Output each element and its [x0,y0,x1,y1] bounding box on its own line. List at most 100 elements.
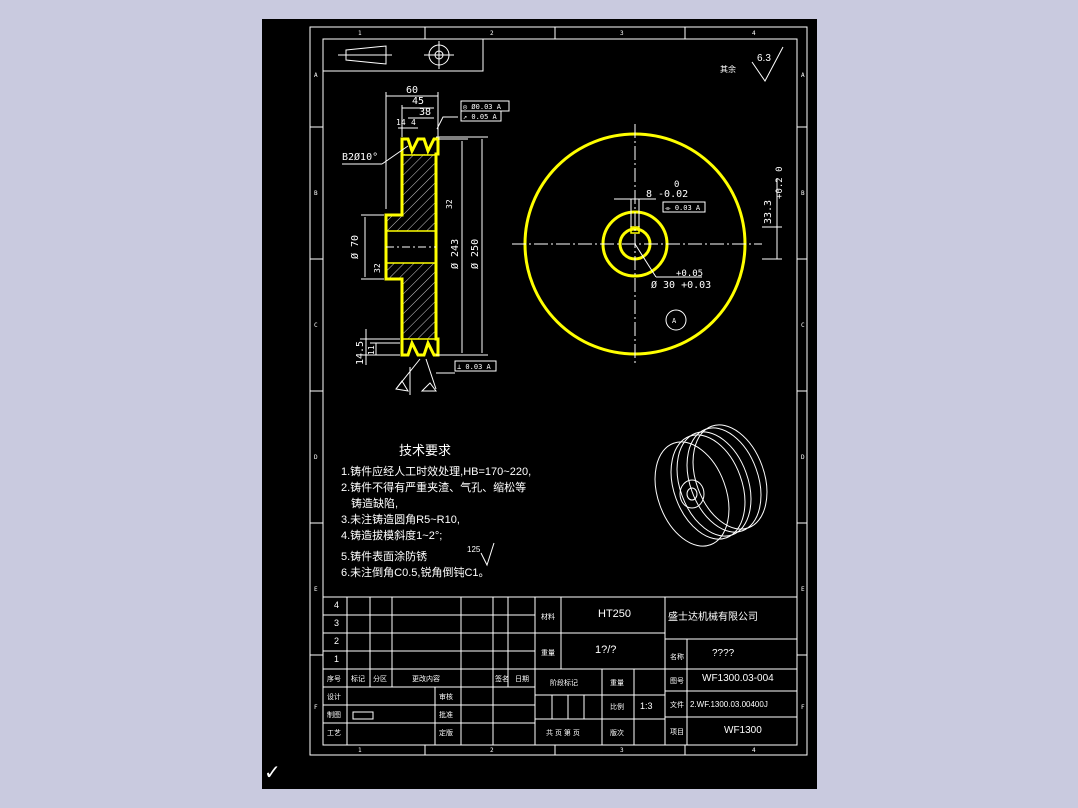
dim-14-5: 14.5 [355,341,366,365]
project-no: WF1300 [724,725,762,736]
sign-approve: 批准 [439,710,453,719]
front-section-view: 60 45 38 14 4 B2Ø10° Ø 70 Ø 243 Ø 250 14… [342,85,510,395]
tol-perpendicularity: ⊥ 0.03 A [457,363,492,371]
tolerance-frame-bottom: ⊥ 0.03 A [454,360,497,372]
sign-draw: 制图 [327,710,341,719]
sheets-label: 共 页 第 页 [546,728,580,737]
drawing-no: WF1300.03-004 [702,673,774,684]
company-name: 盛士达机械有限公司 [668,610,758,623]
zone-letter-b-r: B [801,190,805,197]
projection-symbol [322,38,484,72]
qty-label: 重量 [610,679,624,687]
tech-req-1: 1.铸件应经人工时效处理,HB=170~220, [341,464,531,478]
dim-14: 14 [396,118,406,127]
datum-a-label: A [672,317,677,325]
name-label: 名称 [670,652,684,661]
tech-requirements: 技术要求 1.铸件应经人工时效处理,HB=170~220, 2.铸件不得有严重夹… [341,443,531,579]
rev-row-2: 2 [334,636,339,646]
tech-req-title: 技术要求 [399,443,451,458]
zone-letter-b: B [314,190,318,197]
section-hatch [402,154,436,339]
outer-frame [309,26,808,756]
depth-tol: +0.2 0 [775,166,785,199]
weight-label: 重量 [541,649,555,657]
rev-row-1: 1 [334,654,339,664]
zone-num-1: 1 [358,30,362,37]
tech-req-4: 3.未注铸造圆角R5~R10, [341,512,460,526]
zone-num-2b: 2 [490,747,494,754]
file-no: 2.WF.1300.03.00400J [690,700,768,709]
rev-hdr-mark: 标记 [351,674,365,683]
tolerance-frame-top: ◎ Ø0.03 A ↗ 0.05 A [460,100,510,122]
roughness-32-hub: 32 [373,263,382,273]
tech-req-2: 2.铸件不得有严重夹渣、气孔、缩松等 [341,480,526,494]
zone-num-4: 4 [752,30,756,37]
surface-finish-note: 其余 6.3 [720,46,784,82]
stage-label: 阶段标记 [550,678,578,687]
cad-drawing: 1 2 3 4 1 2 3 4 A B C D E F A B C D E F … [309,26,808,756]
sign-review: 审核 [439,692,453,701]
surface-finish-label: 其余 [720,64,736,74]
groove-note: B2Ø10° [342,151,378,163]
tol-concentricity: ◎ Ø0.03 A [463,103,502,111]
zone-num-4b: 4 [752,747,756,754]
scale-value: 1:3 [640,701,653,711]
tech-req-6: 5.铸件表面涂防锈 [341,549,427,563]
tech-req-7: 6.未注倒角C0.5,锐角倒钝C1。 [341,565,490,579]
tol-runout: ↗ 0.05 A [463,113,498,121]
tech-req-5: 4.铸造拔模斜度1~2°; [341,528,442,542]
part-name: ???? [712,648,735,659]
rev-row-4: 4 [334,600,339,610]
zone-letter-d: D [314,454,318,461]
bore-diameter: Ø 30 +0.03 [651,279,711,291]
groove-detail-marks [395,367,437,395]
dim-60: 60 [406,85,418,96]
keyway-symmetry: ⌯ 0.03 A [665,204,701,212]
zone-letter-a-r: A [801,72,805,79]
isometric-pulley [654,424,768,547]
drawing-sheet: 1 2 3 4 1 2 3 4 A B C D E F A B C D E F … [262,19,817,789]
datum-a-circle [665,309,687,331]
roughness-32-face: 32 [445,199,454,209]
roughness-check-icon [751,46,784,82]
rev-hdr-zone: 分区 [373,674,387,683]
rev-row-3: 3 [334,618,339,628]
zone-letter-d-r: D [801,454,805,461]
tech-req-3: 铸造缺陷, [351,496,398,510]
zone-letter-f-r: F [801,704,805,711]
zone-num-3b: 3 [620,747,624,754]
surface-finish-value: 6.3 [757,53,771,64]
file-label: 文件 [670,700,684,709]
sheet-version-label: 版次 [610,728,624,737]
keyway [630,226,640,234]
rev-hdr-sign: 签名 [495,674,509,683]
tech-req-roughness: 125 [467,545,481,554]
zone-letter-a: A [314,72,318,79]
zone-num-1b: 1 [358,747,362,754]
scale-label: 比例 [610,702,624,711]
zone-letter-c-r: C [801,322,805,329]
zone-letter-f: F [314,704,318,711]
zone-letter-c: C [314,322,318,329]
zone-letter-e-r: E [801,586,805,593]
check-icon[interactable]: ✓ [264,760,281,784]
zone-num-3: 3 [620,30,624,37]
dim-phi70: Ø 70 [349,235,361,259]
zone-num-2: 2 [490,30,494,37]
dim-11: 11 [367,345,376,355]
bore-tol-upper: +0.05 [676,269,703,279]
depth-dim: 33.3 [763,200,774,224]
side-view: 0 8 -0.02 ⌯ 0.03 A +0.05 Ø 30 +0.03 33.3… [512,124,785,364]
zone-ticks [310,27,807,755]
sign-design: 设计 [327,692,341,701]
rev-hdr-date: 日期 [515,675,529,683]
rev-hdr-no: 序号 [327,674,341,683]
drawing-no-label: 图号 [670,677,684,685]
dim-45: 45 [412,96,424,107]
dim-phi243: Ø 243 [449,239,461,269]
dim-38: 38 [419,107,431,118]
material-value: HT250 [598,608,631,620]
rev-hdr-content: 更改内容 [412,674,440,683]
keyway-width: 8 -0.02 [646,189,688,200]
material-label: 材料 [541,612,555,621]
